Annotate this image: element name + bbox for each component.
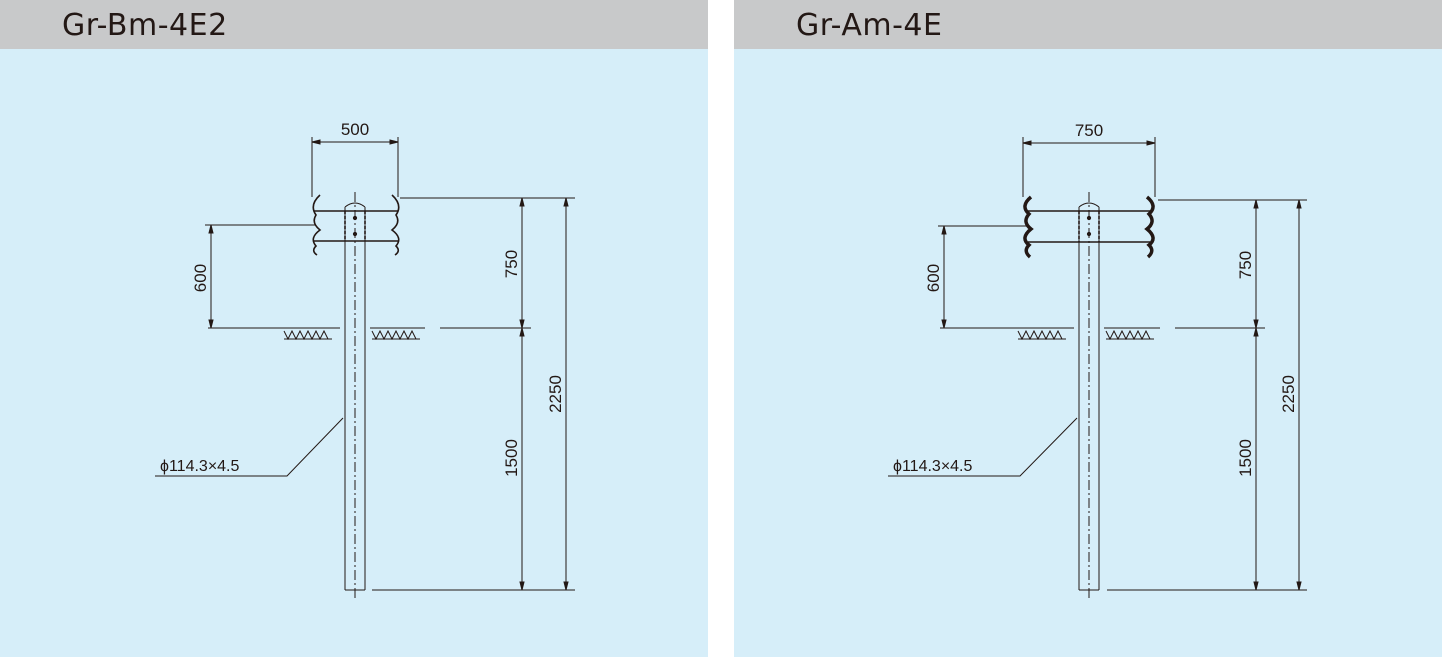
- guard-rail-beam: [1028, 210, 1150, 243]
- post-pipe: [1078, 192, 1100, 598]
- panel-header: Gr-Am-4E: [734, 0, 1442, 49]
- label-top: 750: [502, 250, 521, 278]
- label-total: 2250: [546, 375, 565, 413]
- dim-right: [372, 197, 575, 591]
- dim-right: [1107, 199, 1307, 591]
- dim-rail-height: [205, 224, 315, 329]
- label-embed: 1500: [1236, 439, 1255, 477]
- label-rail: 600: [924, 264, 943, 292]
- panel-gr-bm-4e2: Gr-Bm-4E2: [0, 0, 708, 657]
- ground-line: [208, 327, 531, 341]
- label-embed: 1500: [502, 439, 521, 477]
- label-width: 750: [1075, 121, 1103, 140]
- guard-rail-beam: [1023, 195, 1155, 259]
- dim-width: [1022, 137, 1156, 197]
- label-total: 2250: [1279, 375, 1298, 413]
- pipe-leader: [888, 417, 1078, 477]
- ground-line: [940, 327, 1265, 341]
- dim-width: [311, 137, 399, 197]
- guard-rail-beam: [312, 194, 400, 256]
- panel-header: Gr-Bm-4E2: [0, 0, 708, 49]
- panel-gr-am-4e: Gr-Am-4E: [734, 0, 1442, 657]
- pipe-leader: [155, 417, 344, 477]
- post-elevation-drawing: 750 750 2250 600 1500 ϕ114.3×4.5: [888, 121, 1307, 598]
- label-pipe: ϕ114.3×4.5: [893, 458, 973, 475]
- label-top: 750: [1236, 251, 1255, 279]
- label-pipe: ϕ114.3×4.5: [160, 458, 240, 475]
- post-elevation-drawing: 500 750 2250 600 1500 ϕ114.3×4.5: [155, 120, 575, 598]
- label-width: 500: [341, 120, 369, 139]
- dim-rail-height: [938, 225, 1028, 329]
- post-pipe: [344, 192, 366, 598]
- label-rail: 600: [191, 264, 210, 292]
- panel-title: Gr-Am-4E: [796, 8, 943, 43]
- panel-title: Gr-Bm-4E2: [62, 8, 228, 43]
